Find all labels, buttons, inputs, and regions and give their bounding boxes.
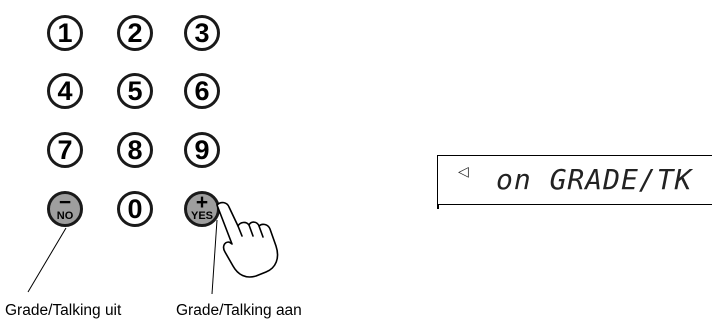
leader-line-on <box>211 219 218 295</box>
key-2[interactable]: 2 <box>117 15 153 51</box>
key-5-label: 5 <box>127 75 143 106</box>
minus-icon: − <box>58 191 72 214</box>
plus-icon: + <box>195 191 209 214</box>
key-3-label: 3 <box>194 17 210 48</box>
key-4[interactable]: 4 <box>47 73 83 109</box>
no-key[interactable]: − NO <box>47 191 83 227</box>
key-8[interactable]: 8 <box>117 132 153 168</box>
key-7-label: 7 <box>57 134 73 165</box>
lcd-display: ◁ on GRADE/TK <box>437 155 712 205</box>
leader-line-off <box>27 227 67 293</box>
caption-grade-talking-off: Grade/Talking uit <box>5 302 122 319</box>
key-9-label: 9 <box>194 134 210 165</box>
key-6[interactable]: 6 <box>184 73 220 109</box>
key-3[interactable]: 3 <box>184 15 220 51</box>
key-6-label: 6 <box>194 75 210 106</box>
indicator-arrow-icon: ◁ <box>458 164 469 180</box>
key-8-label: 8 <box>127 134 143 165</box>
key-7[interactable]: 7 <box>47 132 83 168</box>
lcd-display-text: on GRADE/TK <box>496 163 693 196</box>
key-2-label: 2 <box>127 17 143 48</box>
key-1-label: 1 <box>57 17 73 48</box>
key-4-label: 4 <box>57 75 73 106</box>
pointing-hand-icon <box>216 201 279 278</box>
key-0[interactable]: 0 <box>117 191 153 227</box>
lcd-divider <box>437 204 439 209</box>
no-key-label: NO <box>56 210 74 222</box>
key-0-label: 0 <box>127 193 143 224</box>
key-9[interactable]: 9 <box>184 132 220 168</box>
key-1[interactable]: 1 <box>47 15 83 51</box>
yes-key-label: YES <box>190 210 213 222</box>
caption-grade-talking-on: Grade/Talking aan <box>176 302 302 319</box>
key-5[interactable]: 5 <box>117 73 153 109</box>
